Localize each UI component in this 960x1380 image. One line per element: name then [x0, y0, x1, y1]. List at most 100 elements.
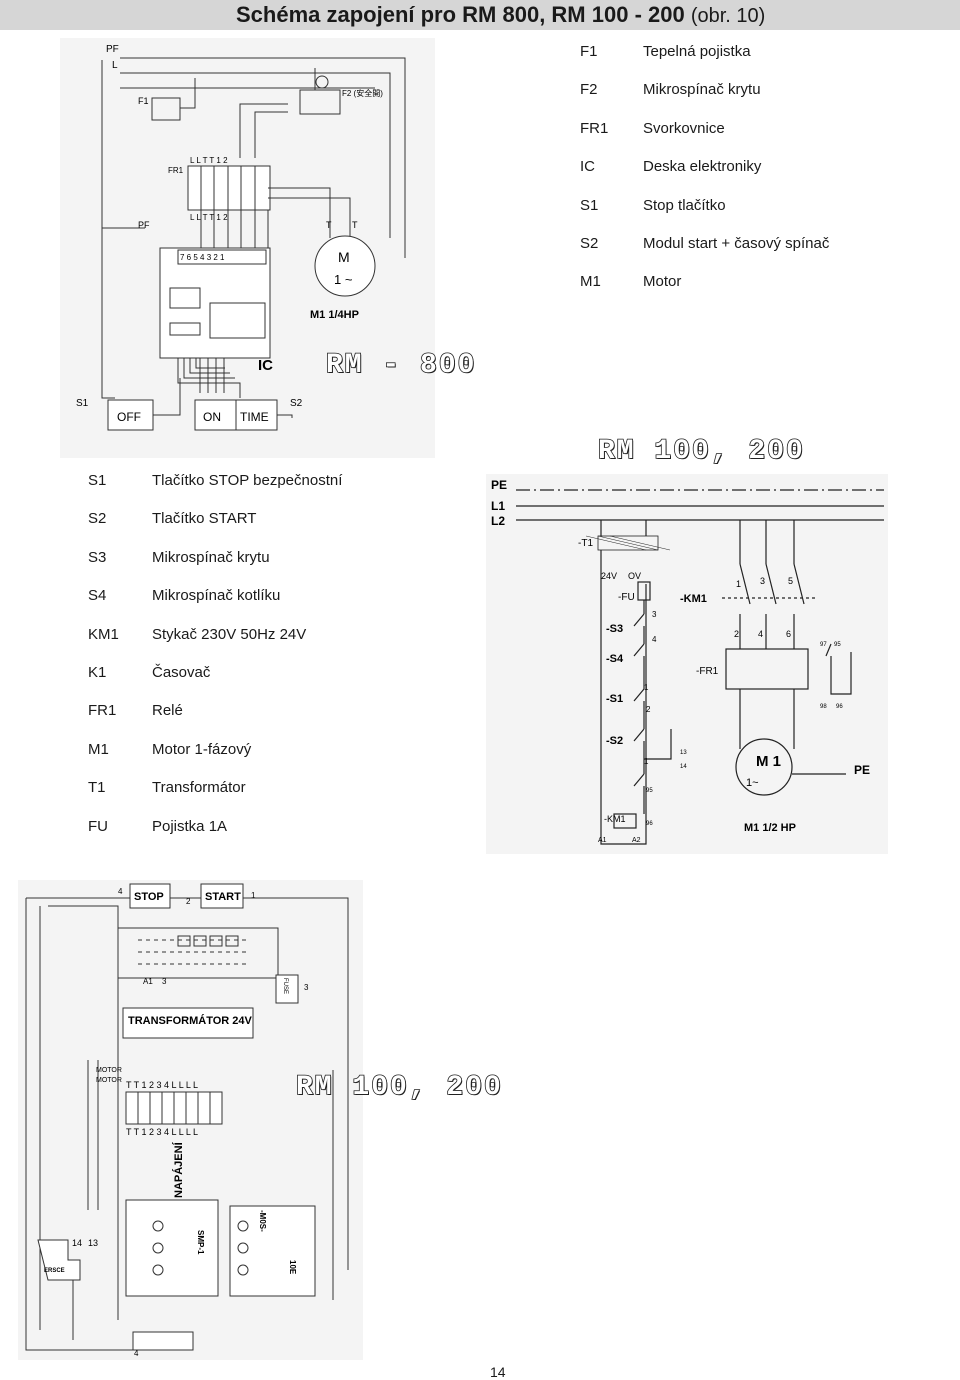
label-pf: PF	[106, 44, 119, 55]
rm800-wiring-diagram: PF L F1 F2 (安全開) FR1 L L T T 1 2 L L T T…	[60, 38, 435, 458]
c-1: 1	[644, 757, 649, 766]
rm100-legend-code: FR1	[88, 702, 117, 720]
rm100-schematic-heading: RM 100, 200	[597, 435, 805, 468]
n1: 1	[736, 579, 741, 589]
header-bar	[0, 0, 960, 30]
btn-off: OFF	[117, 410, 141, 424]
n1: 1	[251, 891, 256, 900]
rm800-wiring-svg: PF L F1 F2 (安全開) FR1 L L T T 1 2 L L T T…	[76, 44, 406, 431]
btn-time: TIME	[240, 410, 269, 424]
n96: 96	[836, 704, 843, 710]
n3b: 3	[304, 983, 309, 992]
label-fr1: -FR1	[696, 666, 719, 677]
rm100-legend-desc: Tlačítko STOP bezpečnostní	[152, 472, 343, 489]
label-t1: T	[326, 220, 332, 230]
motor-phase: 1 ~	[334, 272, 353, 287]
n14: 14	[72, 1238, 82, 1248]
pe-line: PE	[491, 478, 507, 492]
smp-label: SMP-1	[196, 1230, 205, 1255]
rm100-legend-code: S2	[88, 510, 107, 528]
n4b: 4	[134, 1349, 139, 1358]
ersce-label: ERSCE	[44, 1268, 65, 1274]
rm100-wiring-svg: 4 STOP 2 START 1 A1 3 FUSE 3 TRANSFORMÁT…	[25, 883, 349, 1358]
rm100-legend-code: FU	[88, 817, 108, 835]
n13: 13	[680, 750, 687, 756]
transformer-label: TRANSFORMÁTOR 24V	[128, 1014, 253, 1027]
page-number: 14	[490, 1364, 506, 1380]
rm800-legend-code: F2	[580, 81, 598, 99]
a1: A1	[143, 977, 153, 986]
label-s3: -S3	[606, 623, 623, 635]
label-km1: -KM1	[680, 593, 707, 605]
term-top: L L T T 1 2	[190, 156, 228, 165]
n5: 5	[788, 576, 793, 586]
page-title: Schéma zapojení pro RM 800, RM 100 - 200…	[236, 2, 766, 27]
label-a2: A2	[632, 837, 641, 844]
label-ic: IC	[258, 357, 273, 374]
label-t2: T	[352, 220, 358, 230]
label-s4: -S4	[606, 653, 624, 665]
n6: 6	[786, 629, 791, 639]
rm800-legend-desc: Stop tlačítko	[643, 196, 726, 214]
rm100-legend-desc: Tlačítko START	[152, 510, 257, 528]
rm100-wiring-heading: RM 100, 200	[295, 1071, 503, 1104]
rm800-legend-code: F1	[580, 43, 598, 60]
fuse-label: FUSE	[282, 978, 288, 994]
n95: 95	[834, 642, 841, 648]
rm800-legend-desc: Modul start + časový spínač	[643, 235, 830, 252]
rm800-legend-code: M1	[580, 273, 601, 291]
motor-rating: M1 1/2 HP	[744, 822, 796, 834]
motor-m: M	[338, 249, 350, 265]
rm100-schematic-diagram: PE L1 L2 -T1 24V OV -FU -KM1 -S3 -S4 -FR…	[486, 474, 888, 854]
rm800-legend-desc: Deska elektroniky	[643, 158, 762, 176]
label-ov: OV	[628, 571, 641, 581]
napajeni-label: NAPÁJENÍ	[172, 1141, 185, 1198]
n13: 13	[88, 1238, 98, 1248]
l1-line: L1	[491, 499, 505, 513]
n14: 14	[680, 764, 687, 770]
label-fr1: FR1	[168, 166, 184, 175]
label-s1: S1	[76, 398, 89, 409]
term-bottom: T T 1 2 3 4 L L L L	[126, 1127, 198, 1137]
n97: 97	[820, 642, 827, 648]
rm800-legend-desc: Mikrospínač krytu	[643, 81, 761, 99]
n4: 4	[118, 887, 123, 896]
rm100-legend-code: S1	[88, 472, 107, 489]
rm100-legend-desc: Transformátor	[152, 779, 246, 797]
label-a1: A1	[598, 837, 607, 844]
n4: 4	[758, 629, 763, 639]
btn-on: ON	[203, 410, 221, 424]
label-fu: -FU	[618, 592, 635, 603]
c95: 95	[646, 788, 653, 794]
c96: 96	[646, 821, 653, 827]
mos-label: -M0S-	[258, 1210, 267, 1232]
motor-m1: M 1	[756, 753, 781, 770]
label-km1-coil: -KM1	[604, 814, 626, 824]
c3: 3	[652, 610, 657, 619]
rm800-legend-code: S2	[580, 235, 599, 252]
rm800-legend-desc: Motor	[643, 273, 682, 291]
label-24v: 24V	[601, 571, 617, 581]
rm100-legend-code: M1	[88, 740, 109, 758]
motor-label-2: MOTOR	[96, 1077, 122, 1084]
rm100-legend-desc: Motor 1-fázový	[152, 740, 252, 758]
rm800-legend-code: S1	[580, 196, 599, 214]
n98: 98	[820, 704, 827, 710]
c1: 1	[644, 683, 649, 692]
rm800-legend-desc: Tepelná pojistka	[643, 43, 751, 60]
rm100-legend-code: T1	[88, 779, 106, 797]
label-s2: S2	[290, 398, 303, 409]
label-pf2: PF	[138, 220, 150, 230]
motor-phase: 1~	[746, 777, 759, 789]
rm100-wiring-diagram: 4 STOP 2 START 1 A1 3 FUSE 3 TRANSFORMÁT…	[18, 880, 363, 1360]
rm100-schematic-svg: PE L1 L2 -T1 24V OV -FU -KM1 -S3 -S4 -FR…	[491, 478, 884, 845]
rm800-legend-code: FR1	[580, 119, 609, 137]
rm800-legend-desc: Svorkovnice	[643, 119, 725, 137]
rm100-legend-code: S4	[88, 587, 107, 605]
rm100-legend-desc: Časovač	[152, 664, 211, 681]
rm100-legend-desc: Mikrospínač krytu	[152, 548, 270, 566]
n2: 2	[186, 897, 191, 906]
start-button: START	[205, 891, 241, 903]
label-s2: -S2	[606, 735, 623, 747]
stop-button: STOP	[134, 891, 164, 903]
